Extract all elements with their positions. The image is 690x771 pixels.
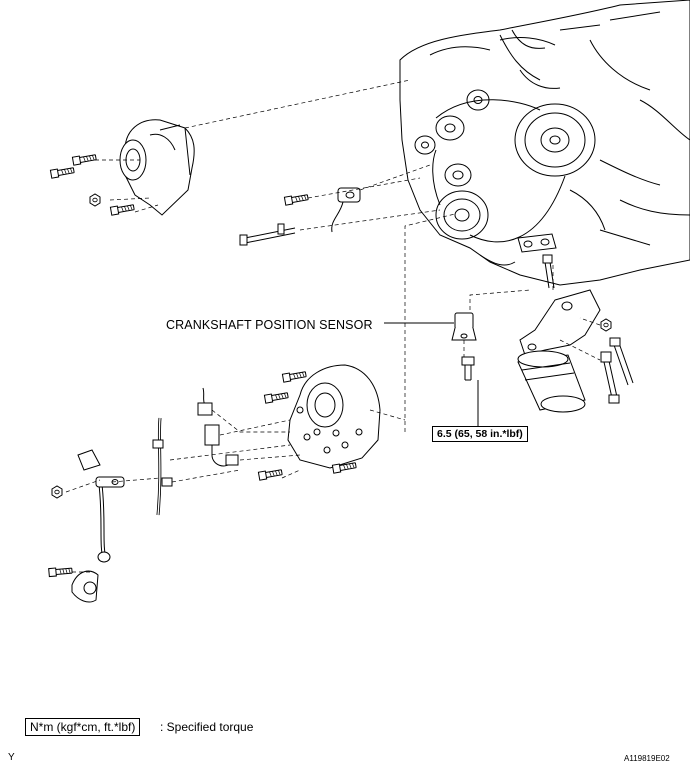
pipe-icon (71, 449, 125, 603)
corner-code: Y (8, 752, 15, 763)
oil-filter-bracket-icon (519, 289, 601, 356)
figure-id: A119819E02 (624, 754, 670, 763)
oil-filter-icon (517, 350, 586, 413)
leader-lines (65, 79, 601, 573)
wire-harness-icon (152, 387, 239, 516)
water-pump-icon (287, 364, 381, 469)
legend-text: : Specified torque (160, 720, 254, 734)
crankshaft-position-sensor-icon (451, 312, 477, 341)
timing-cover-icon (119, 119, 195, 216)
engine-block-icon (399, 0, 690, 286)
camshaft-sensor-icon (331, 187, 361, 233)
torque-spec-box: 6.5 (65, 58 in.*lbf) (432, 426, 528, 442)
legend-unit-box: N*m (kgf*cm, ft.*lbf) (25, 718, 141, 736)
crankshaft-position-sensor-label: CRANKSHAFT POSITION SENSOR (166, 318, 373, 332)
